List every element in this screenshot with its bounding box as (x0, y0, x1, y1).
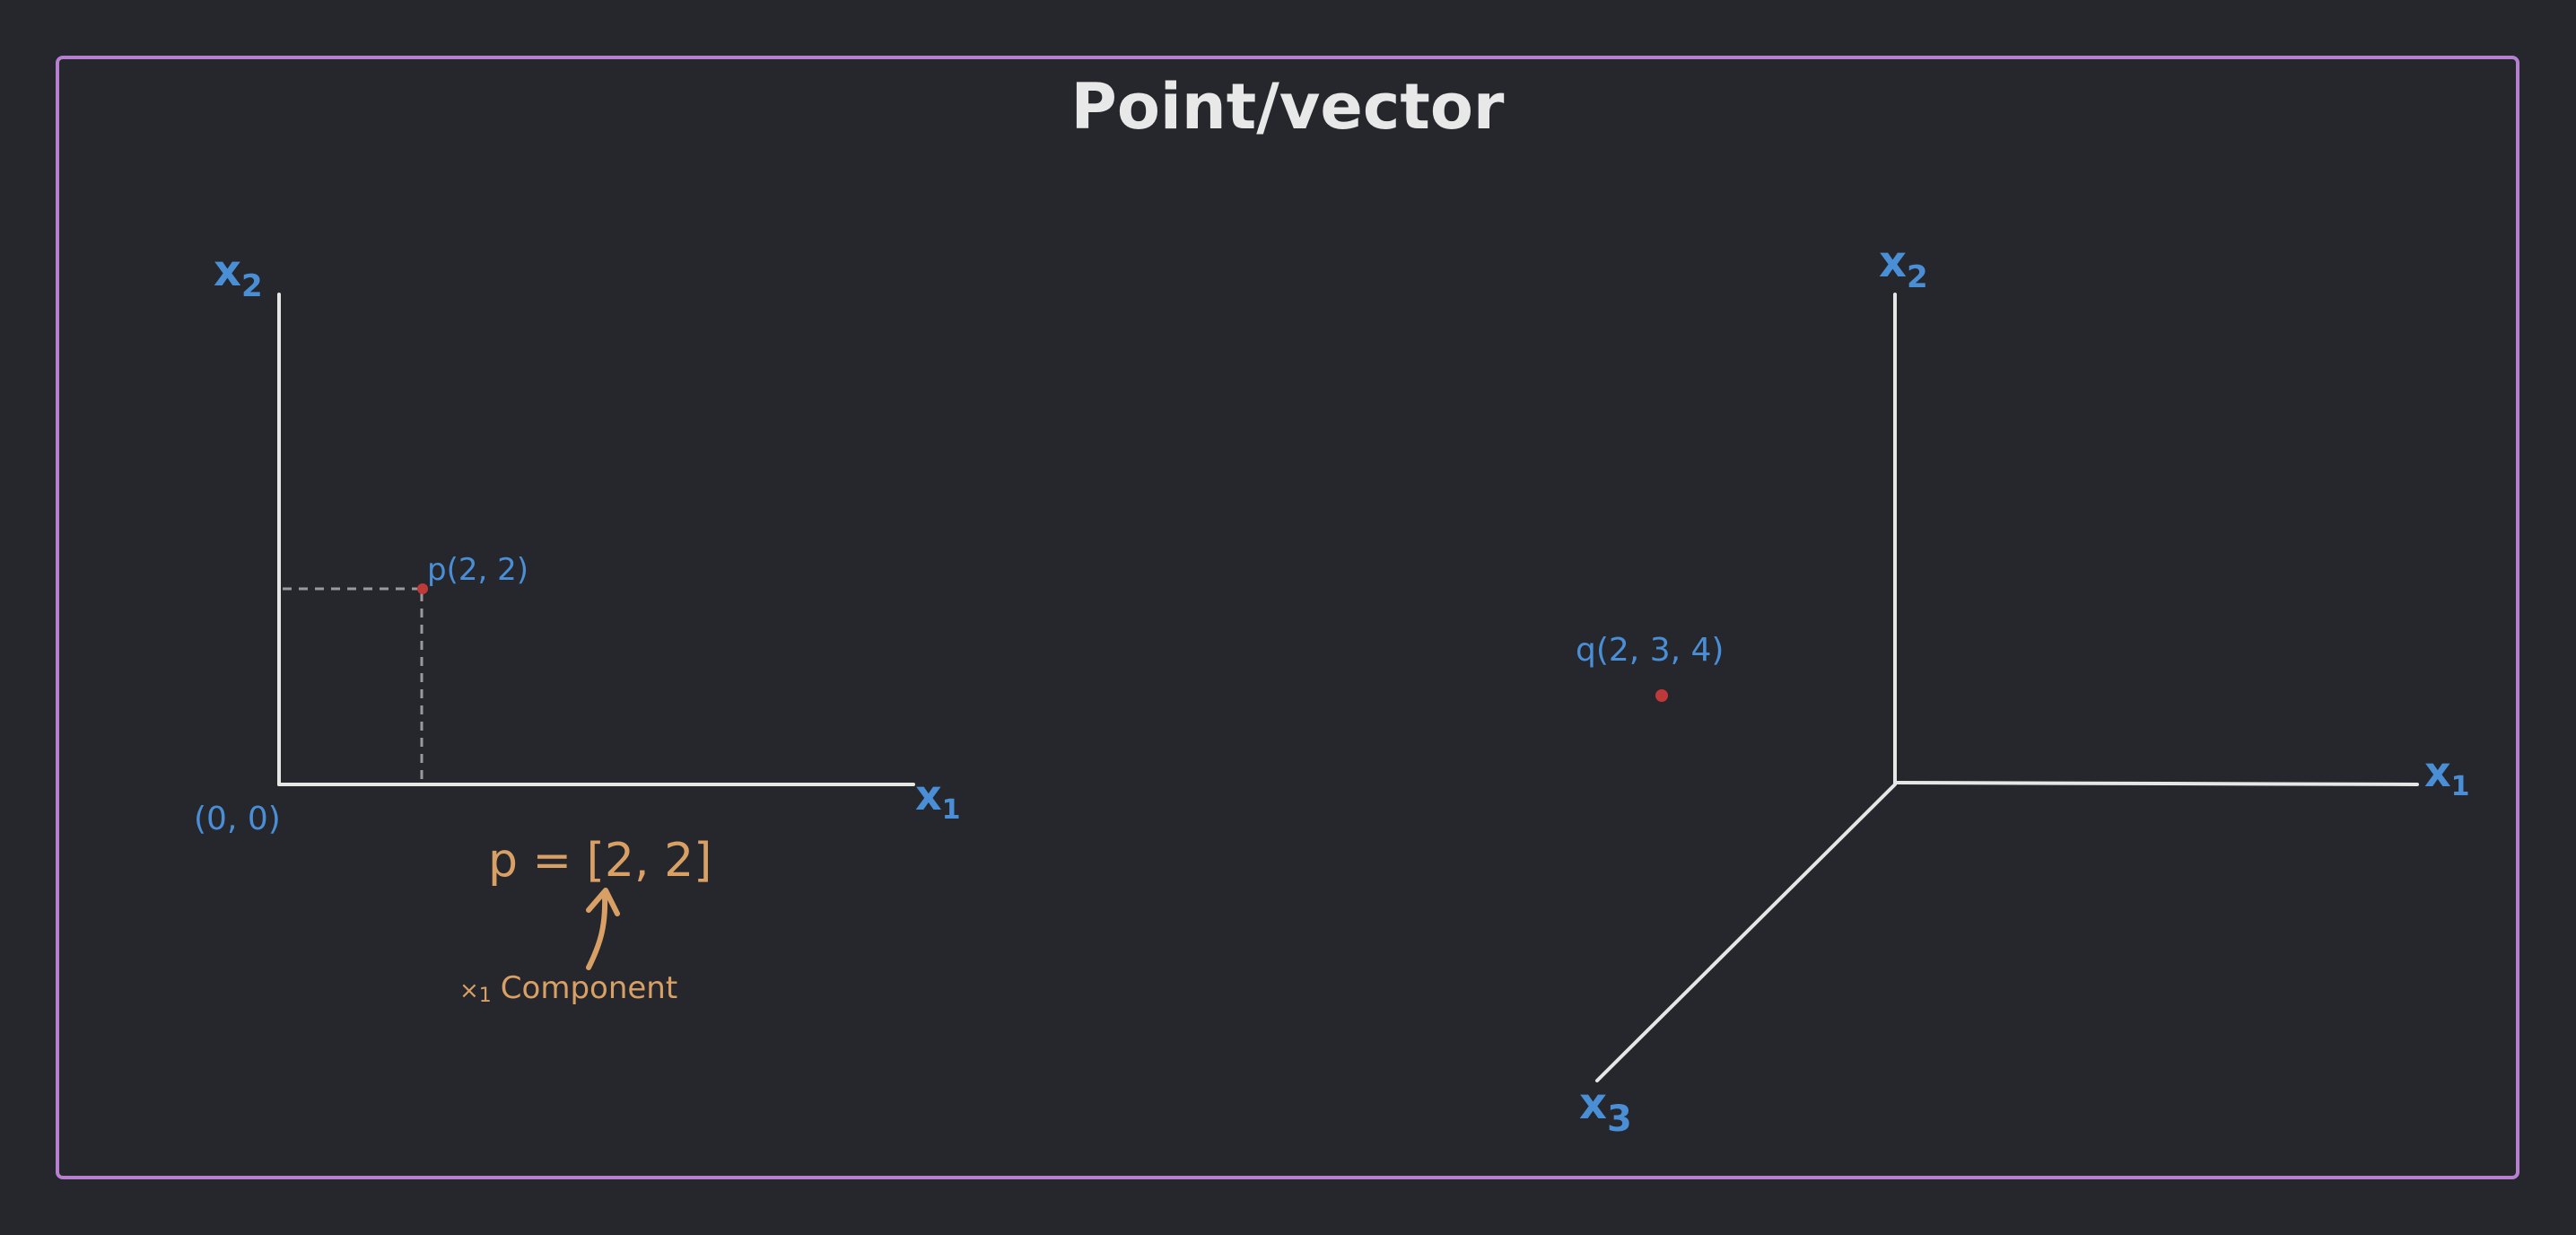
frame-border (56, 56, 2519, 1179)
component-arrow (586, 893, 608, 970)
axis-x1-label-2d: x1 (915, 771, 961, 826)
plot-3d: x2 x1 x3 q(2, 3, 4) (1576, 237, 2470, 1140)
point-p-label: p(2, 2) (427, 552, 528, 588)
axis-x1-line-3d (1893, 781, 2419, 786)
point-q-marker (1655, 689, 1668, 702)
point-q-label: q(2, 3, 4) (1576, 632, 1724, 669)
axis-x2-label-2d: x2 (214, 246, 263, 304)
axis-x2-label-3d: x2 (1879, 237, 1928, 295)
axis-x1-label-3d: x1 (2424, 748, 2470, 802)
component-arrow-head (586, 888, 620, 916)
axis-x3-label-3d: x3 (1579, 1079, 1632, 1140)
origin-label: (0, 0) (194, 801, 281, 837)
axis-x3-line-3d (1595, 783, 1897, 1082)
diagram-title: Point/vector (1071, 70, 1505, 144)
point-p-marker (417, 583, 428, 594)
vector-equation: p = [2, 2] (488, 834, 712, 888)
